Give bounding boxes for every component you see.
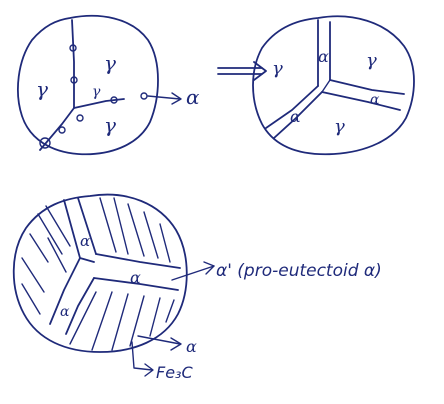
ferrite-band-right-top xyxy=(329,79,405,95)
alpha-label: α xyxy=(130,268,141,287)
grain-outline xyxy=(252,15,415,156)
arrow xyxy=(147,95,181,100)
lamella xyxy=(143,211,159,259)
pro-eutectoid-band xyxy=(93,277,179,291)
gamma-label: γ xyxy=(104,51,116,75)
nucleus-marker xyxy=(110,96,118,104)
gamma-label: γ xyxy=(92,84,101,100)
lamella xyxy=(21,257,45,293)
lamella xyxy=(149,297,161,337)
nucleus-marker xyxy=(70,76,78,84)
lamella xyxy=(113,197,129,255)
arrow-head xyxy=(144,363,154,377)
lamella xyxy=(91,291,113,351)
gamma-label: γ xyxy=(366,50,377,71)
lamella xyxy=(45,205,71,247)
pro-eutectoid-label: α' (pro-eutectoid α) xyxy=(216,261,382,281)
lamella xyxy=(127,203,145,257)
grain-boundary-diagonal xyxy=(39,107,75,151)
alpha-label: α xyxy=(60,304,70,320)
lamella xyxy=(99,197,117,253)
cementite-label: Fe₃C xyxy=(156,363,193,382)
lamella xyxy=(159,223,171,263)
ferrite-band-right-bottom xyxy=(321,91,401,111)
grain-outline xyxy=(17,14,159,156)
grain-boundary-vertical xyxy=(71,19,75,109)
alpha-label: α xyxy=(80,232,90,250)
arrow xyxy=(171,265,215,281)
ferrite-band-diag-upper xyxy=(265,85,319,129)
lamella xyxy=(29,233,49,263)
arrow-head xyxy=(170,337,182,351)
gamma-label: γ xyxy=(104,113,116,137)
pro-eutectoid-band xyxy=(65,277,95,335)
austenite-grain-panel: γ γ γ γ α xyxy=(17,14,200,156)
arrow xyxy=(137,335,181,345)
transformation-arrow xyxy=(217,61,267,81)
alpha-label: α xyxy=(186,85,200,109)
grain-boundary-horizontal xyxy=(73,98,125,109)
lamella xyxy=(21,283,41,315)
grain-outline xyxy=(12,193,188,353)
gamma-label: γ xyxy=(334,116,345,137)
nucleus-marker xyxy=(69,44,77,52)
gamma-label: γ xyxy=(272,58,283,79)
lamella xyxy=(129,295,145,347)
arrow-head xyxy=(171,92,182,105)
pro-eutectoid-band xyxy=(49,257,81,325)
nucleus-marker xyxy=(39,137,51,149)
arrow xyxy=(131,341,153,371)
nucleus-marker xyxy=(140,92,148,100)
nucleus-marker xyxy=(76,114,84,122)
lamella xyxy=(37,213,63,255)
pro-eutectoid-band xyxy=(77,197,97,255)
alpha-label: α xyxy=(318,47,329,66)
lamella-alpha-label: α xyxy=(186,337,197,356)
pearlite-panel: α α α α' (pro-eutectoid α) α Fe₃C xyxy=(12,193,382,382)
nucleus-marker xyxy=(58,126,66,134)
triple-point xyxy=(321,79,331,93)
alpha-label: α xyxy=(290,107,301,126)
pro-eutectoid-band xyxy=(95,253,181,269)
boundary-ferrite-panel: γ γ γ α α α xyxy=(252,15,415,156)
lamella xyxy=(47,237,67,273)
alpha-label: α xyxy=(370,92,380,108)
lamella xyxy=(111,293,129,351)
arrow-head xyxy=(203,261,215,275)
ferrite-band-diag-lower xyxy=(273,91,323,139)
lamella xyxy=(69,291,97,345)
gamma-label: γ xyxy=(36,77,48,101)
lamella xyxy=(165,299,175,323)
